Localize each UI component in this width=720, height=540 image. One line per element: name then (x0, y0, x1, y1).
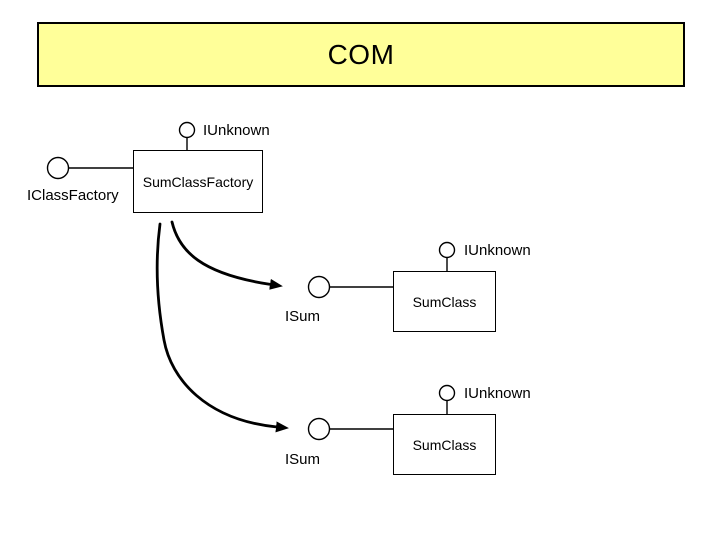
factory-iclassfactory-interface-circle (46, 156, 70, 180)
factory-iclassfactory-label: IClassFactory (27, 187, 119, 204)
instance1-isum-label: ISum (285, 308, 321, 325)
sumclass1-box: SumClass (393, 271, 496, 332)
sumclass2-box: SumClass (393, 414, 496, 475)
factory-iunknown-label: IUnknown (203, 122, 270, 139)
page-title: COM (327, 38, 395, 70)
factory-iunknown-interface-circle (178, 121, 196, 139)
sumclassfactory-box-label: SumClassFactory (142, 173, 254, 190)
sumclass2-box-label: SumClass (412, 436, 477, 453)
create-instance2-arrow (155, 222, 289, 433)
instance1-isum-interface-circle (307, 275, 331, 299)
instance2-iunknown-interface-circle (438, 384, 456, 402)
instance2-iunknown-label: IUnknown (464, 385, 531, 402)
instance1-iunknown-label: IUnknown (464, 242, 531, 259)
instance1-iunknown-interface-circle (438, 241, 456, 259)
sumclassfactory-box: SumClassFactory (133, 150, 263, 213)
instance2-isum-interface-circle (307, 417, 331, 441)
sumclass1-box-label: SumClass (412, 293, 477, 310)
create-instance1-arrow (170, 220, 283, 290)
title-banner: COM (37, 22, 685, 87)
instance2-isum-label: ISum (285, 451, 321, 468)
